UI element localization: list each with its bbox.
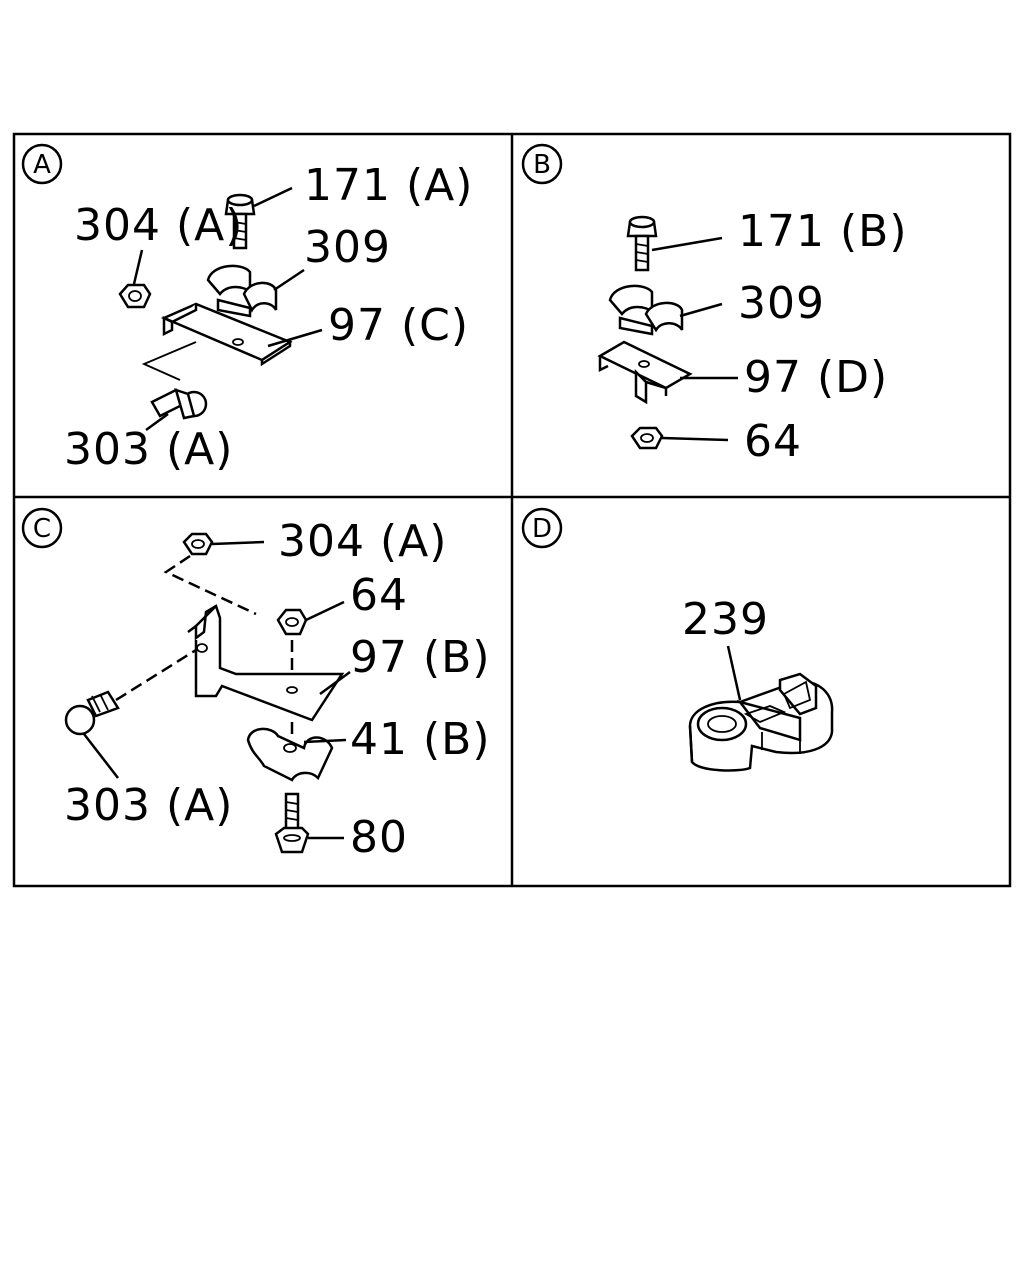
bolt-171b-shape — [626, 215, 658, 272]
label-304a-c: 304 (A) — [278, 516, 447, 567]
panel-d: D 239 — [521, 507, 834, 772]
panel-c-badge: C — [21, 507, 63, 549]
bolt-303a-c-shape — [64, 690, 120, 736]
label-41b: 41 (B) — [350, 714, 491, 765]
label-304a: 304 (A) — [74, 200, 243, 251]
label-80: 80 — [350, 812, 408, 863]
bracket-97b-shape — [187, 604, 345, 722]
label-171a: 171 (A) — [304, 160, 473, 211]
panel-c-badge-letter: C — [33, 514, 51, 544]
nut-64c-shape — [276, 608, 308, 636]
label-97c: 97 (C) — [328, 300, 469, 351]
label-171b: 171 (B) — [738, 206, 908, 257]
screw-80-shape — [274, 792, 310, 854]
label-97d: 97 (D) — [744, 352, 888, 403]
clip-41b-shape — [246, 727, 334, 782]
label-303a-a: 303 (A) — [64, 424, 233, 475]
label-64-c: 64 — [350, 570, 408, 621]
panel-b-badge-letter: B — [533, 150, 551, 180]
label-309-b: 309 — [738, 278, 825, 329]
panel-a-badge: A — [21, 143, 63, 185]
clamp-309b-shape — [608, 284, 684, 336]
label-309-a: 309 — [304, 222, 391, 273]
nut-304a-shape — [118, 283, 152, 309]
panel-a: A 171 (A) 304 (A) 309 — [21, 143, 473, 475]
panel-d-badge: D — [521, 507, 563, 549]
label-64-b: 64 — [744, 416, 802, 467]
clamp-309-shape — [206, 264, 278, 318]
label-239: 239 — [682, 594, 769, 645]
nut-64b-shape — [630, 426, 664, 450]
bolt-303a-shape — [150, 388, 208, 420]
bracket-97c-shape — [160, 302, 293, 367]
bracket-97d-shape — [597, 340, 693, 405]
nut-304a-c-shape — [182, 532, 214, 556]
panel-grid — [12, 132, 1012, 888]
clamp-239-shape — [688, 672, 834, 772]
panel-c: C 304 (A) 64 97 (B) — [21, 507, 491, 863]
panel-b: B 171 (B) 309 97 (D) — [521, 143, 908, 467]
panel-a-badge-letter: A — [33, 150, 51, 180]
panel-b-badge: B — [521, 143, 563, 185]
panel-d-badge-letter: D — [532, 514, 552, 544]
label-97b: 97 (B) — [350, 632, 491, 683]
label-303a-c: 303 (A) — [64, 780, 233, 831]
bolt-171a-shape — [224, 193, 256, 250]
